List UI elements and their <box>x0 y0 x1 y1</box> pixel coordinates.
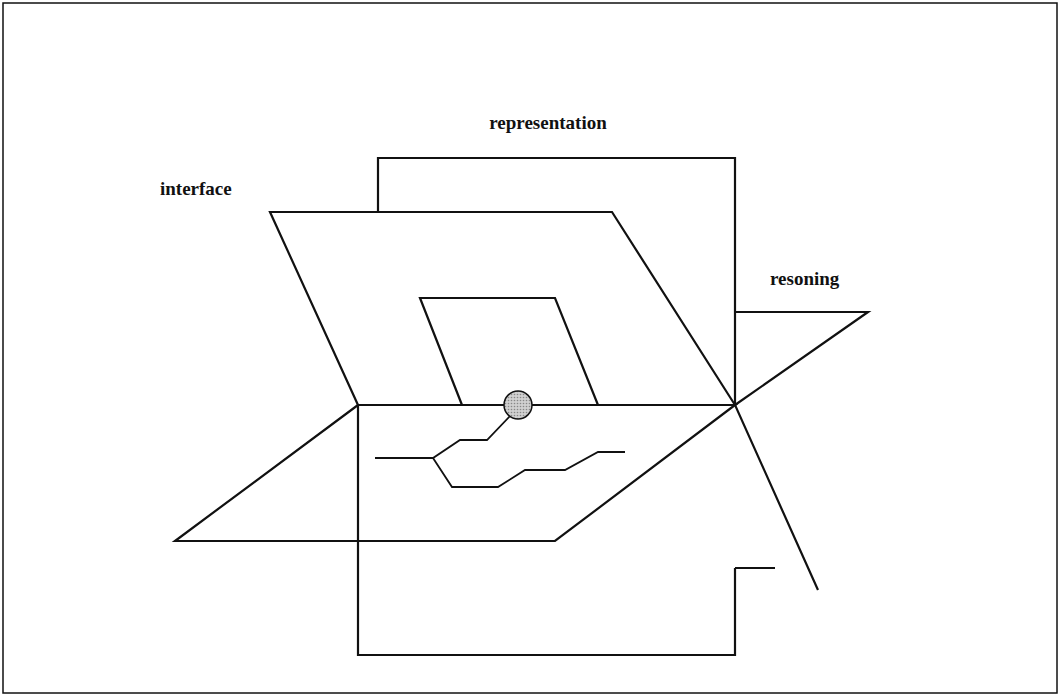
path-line <box>375 416 510 458</box>
plane-label: resoning <box>770 268 839 291</box>
plane-label-holder: interface <box>160 178 232 201</box>
reasoning-plane-edge <box>735 567 775 569</box>
reasoning-plane <box>735 312 868 590</box>
plane-label-holder: representation <box>489 112 607 135</box>
representation-plane-bottom <box>358 405 735 655</box>
horizontal-plane <box>175 405 735 541</box>
plane-label: representation <box>489 112 607 135</box>
plane-label-holder: resoning <box>770 268 839 291</box>
representation-plane-top <box>378 158 735 405</box>
interface-window <box>420 298 598 405</box>
interface-plane <box>270 212 735 405</box>
position-dot <box>504 391 532 419</box>
outer-frame <box>3 3 1057 693</box>
path-branch <box>433 452 625 487</box>
plane-label: interface <box>160 178 232 201</box>
